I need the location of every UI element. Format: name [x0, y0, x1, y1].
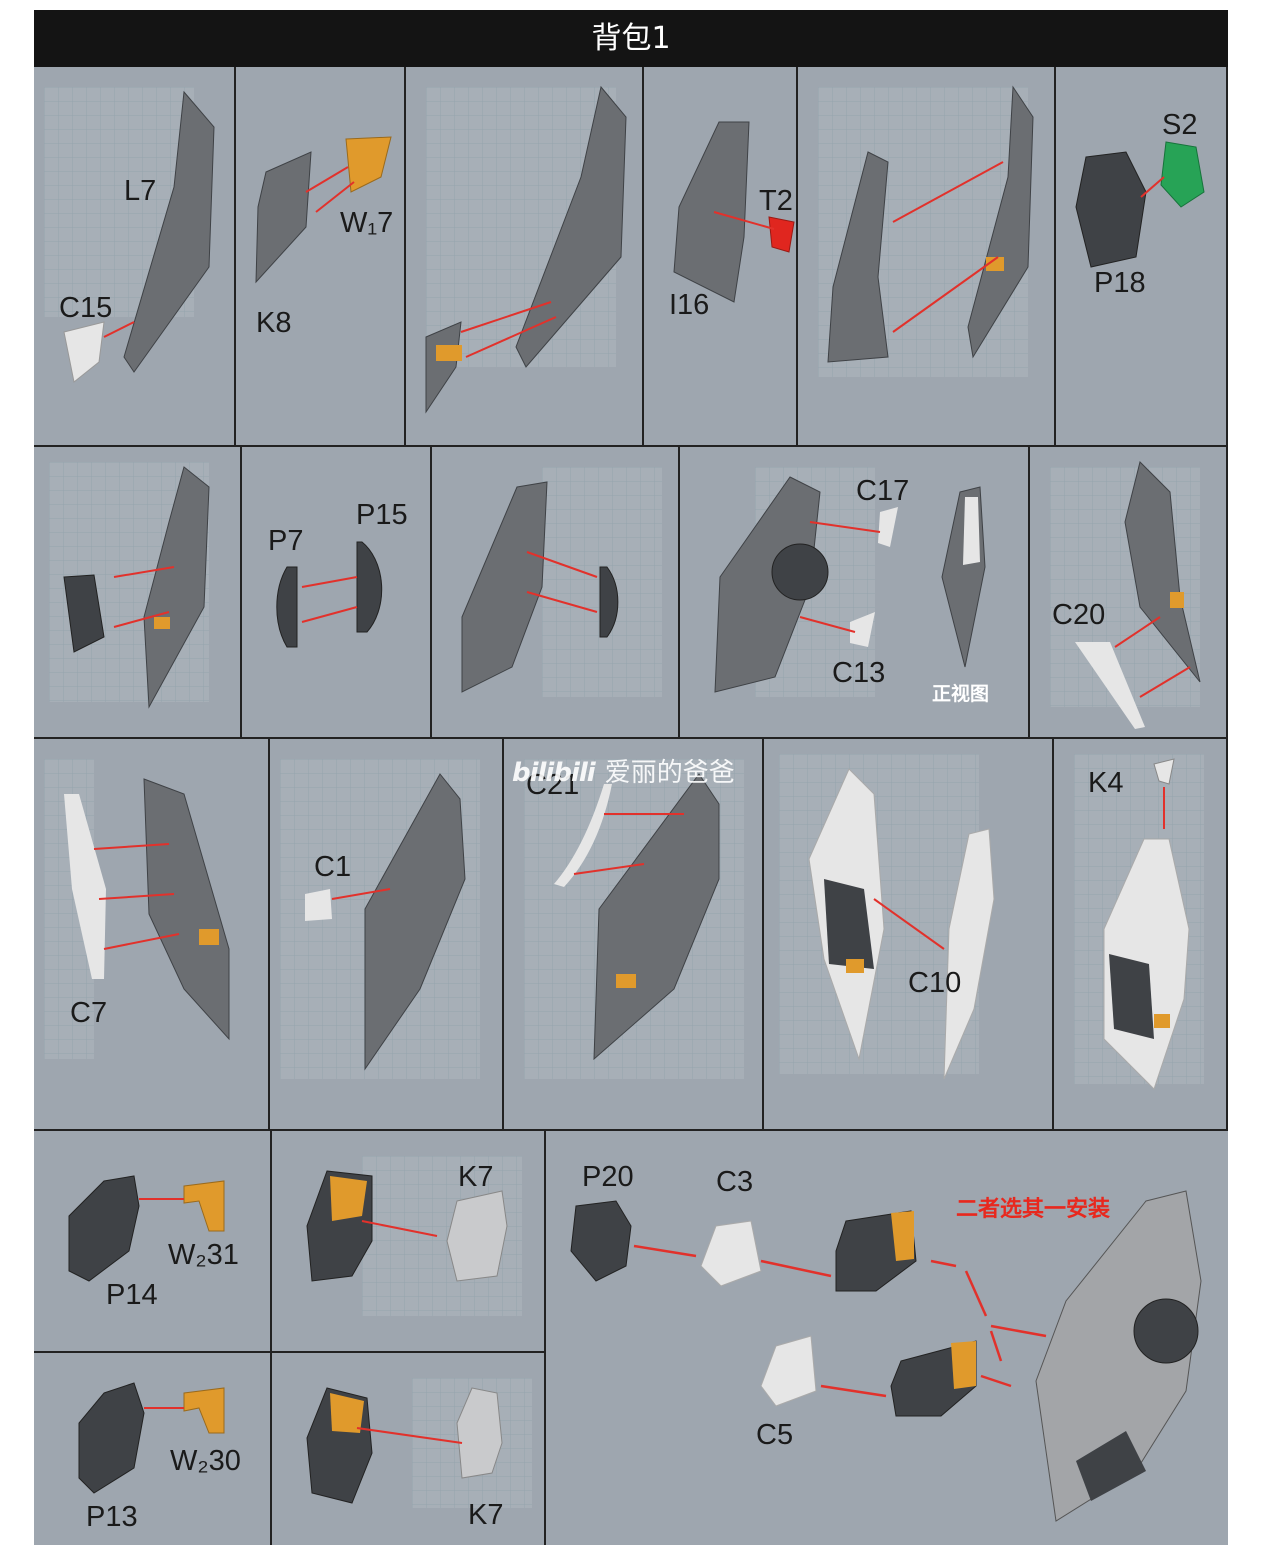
step-8-illustration [276, 541, 383, 648]
step-panel-20: K7 [272, 1353, 546, 1545]
step-19-illustration [78, 1382, 225, 1494]
instruction-sheet: 背包1 L7 C15 W₁7 K8 [34, 10, 1228, 1545]
step-20-illustration [306, 1387, 503, 1504]
part-label-P15: P15 [356, 499, 408, 531]
step-panel-11: C20 [1030, 447, 1228, 739]
step-panel-10: C17 C13 正视图 [680, 447, 1030, 739]
step-5-illustration [827, 85, 1034, 363]
part-label-K7a: K7 [458, 1161, 494, 1193]
step-panel-8: P7 P15 [242, 447, 432, 739]
step-1-illustration [63, 90, 215, 383]
part-label-C10: C10 [908, 967, 962, 999]
step-9-illustration [461, 481, 619, 693]
part-label-I16: I16 [669, 289, 710, 321]
step-6-illustration [1075, 141, 1205, 268]
choose-one-note: 二者选其一安装 [956, 1197, 1111, 1222]
part-label-P20: P20 [582, 1161, 634, 1193]
step-panel-16: K4 [1054, 739, 1228, 1131]
part-label-W231: W₂31 [168, 1239, 239, 1271]
step-panel-18: K7 [272, 1131, 546, 1353]
part-label-K4: K4 [1088, 767, 1124, 799]
part-label-C17: C17 [856, 475, 910, 507]
part-label-C1: C1 [314, 851, 352, 883]
step-panel-21: P20 C3 C5 二者选其一安装 [546, 1131, 1228, 1545]
step-panel-17: W₂31 P14 [34, 1131, 272, 1353]
front-view-label: 正视图 [932, 683, 990, 705]
step-14-illustration [554, 773, 720, 1061]
part-label-C13: C13 [832, 657, 886, 689]
step-21-illustration [570, 1190, 1202, 1522]
step-panel-3 [406, 67, 644, 447]
watermark-author: 爱丽的爸爸 [604, 758, 735, 788]
part-label-P13: P13 [86, 1501, 138, 1533]
part-label-K7b: K7 [468, 1499, 504, 1531]
part-label-W230: W₂30 [170, 1445, 241, 1477]
step-4-illustration [673, 121, 795, 303]
step-13-illustration [305, 773, 466, 1071]
step-panel-19: W₂30 P13 [34, 1353, 272, 1545]
step-17-illustration [68, 1175, 225, 1282]
step-panel-13: C1 [270, 739, 504, 1131]
step-panel-15: C10 [764, 739, 1054, 1131]
step-panel-6: S2 P18 [1056, 67, 1228, 447]
part-label-T2: T2 [759, 185, 793, 217]
step-18-illustration [306, 1170, 508, 1282]
part-label-C3: C3 [716, 1166, 754, 1198]
step-panel-14: C21 [504, 739, 764, 1131]
page-title: 背包1 [34, 10, 1228, 67]
step-panel-7 [34, 447, 242, 739]
part-label-S2: S2 [1162, 109, 1198, 141]
step-11-illustration [1075, 461, 1201, 729]
step-panel-9 [432, 447, 680, 739]
step-panel-12: C7 [34, 739, 270, 1131]
watermark: bilibili 爱丽的爸爸 [512, 752, 735, 789]
step-panel-1: L7 C15 [34, 67, 236, 447]
step-2-illustration [255, 136, 392, 284]
step-10-illustration [714, 476, 986, 693]
step-12-illustration [64, 778, 230, 1041]
part-label-L7: L7 [124, 175, 157, 207]
part-label-P14: P14 [106, 1279, 158, 1311]
step-16-illustration [1103, 758, 1190, 1090]
part-label-C21: C21 [526, 769, 580, 801]
part-label-W17: W₁7 [340, 207, 394, 239]
step-panel-4: T2 I16 [644, 67, 798, 447]
step-7-illustration [63, 466, 210, 709]
part-label-C20: C20 [1052, 599, 1106, 631]
part-label-P7: P7 [268, 525, 304, 557]
part-label-C7: C7 [70, 997, 108, 1029]
step-panel-5 [798, 67, 1056, 447]
part-label-C15: C15 [59, 292, 113, 324]
part-label-C5: C5 [756, 1419, 794, 1451]
step-3-illustration [425, 85, 627, 414]
step-panel-2: W₁7 K8 [236, 67, 406, 447]
part-label-P18: P18 [1094, 267, 1146, 299]
part-label-K8: K8 [256, 307, 292, 339]
step-15-illustration [808, 768, 995, 1080]
bilibili-logo: bilibili [512, 758, 596, 788]
